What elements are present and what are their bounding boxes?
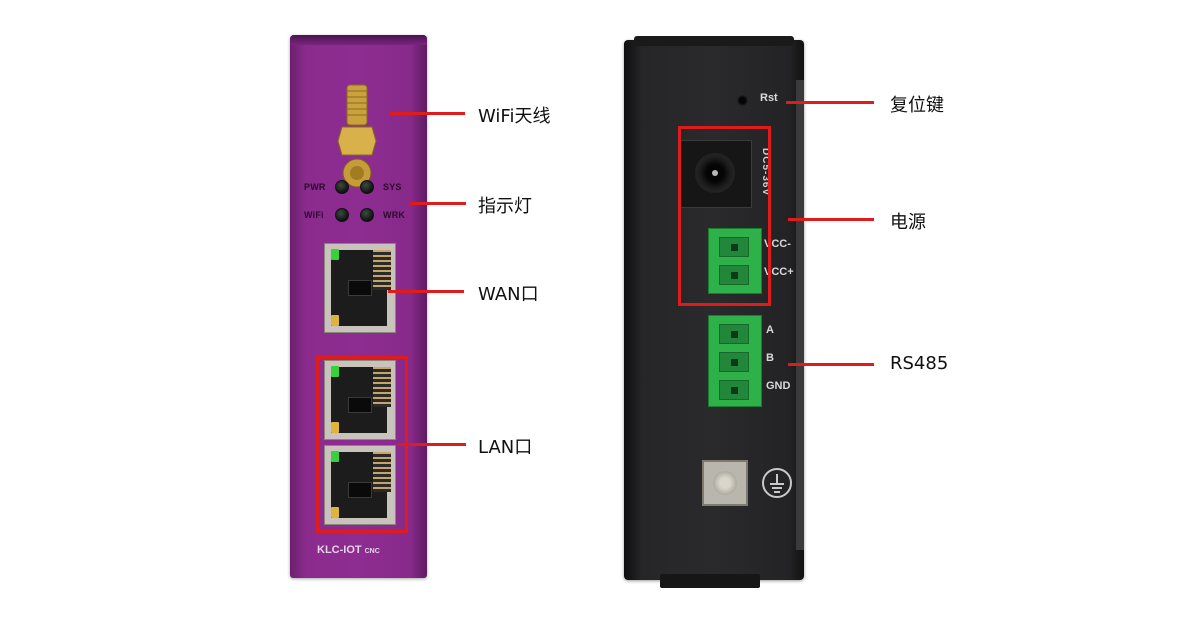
- back-side-edge: [796, 80, 804, 550]
- vcc-plus-label: VCC+: [764, 266, 794, 278]
- callout-line-indicator: [410, 202, 466, 205]
- callout-line-lan: [398, 443, 466, 446]
- callout-rs485: RS485: [890, 353, 949, 374]
- ground-symbol-icon: [762, 468, 792, 498]
- lan-port-2: [324, 445, 396, 525]
- callout-line-wifi: [390, 112, 465, 115]
- sys-led: [360, 180, 374, 194]
- callout-power: 电源: [890, 212, 926, 233]
- power-highlight-box: [678, 126, 771, 306]
- callout-lan: LAN口: [478, 437, 533, 458]
- back-top-lip: [634, 36, 794, 46]
- dc-voltage-label: DC5-36V: [760, 148, 771, 197]
- reset-button-hole: [737, 95, 748, 106]
- callout-indicator: 指示灯: [478, 196, 532, 217]
- lan-port-1: [324, 360, 396, 440]
- front-top-cap: [290, 35, 427, 45]
- led-label-wifi: WiFi: [304, 210, 324, 220]
- pwr-led: [335, 180, 349, 194]
- lan-highlight-box: [316, 356, 408, 533]
- router-back-panel: Rst DC5-36V VCC- VCC+ A B GND: [624, 36, 804, 588]
- led-label-pwr: PWR: [304, 182, 326, 192]
- callout-wifi-antenna: WiFi天线: [478, 106, 551, 127]
- callout-wan: WAN口: [478, 284, 539, 305]
- callout-line-wan: [388, 290, 464, 293]
- callout-reset: 复位键: [890, 95, 944, 116]
- power-terminal-block: [708, 228, 762, 294]
- led-label-wrk: WRK: [383, 210, 406, 220]
- wrk-led: [360, 208, 374, 222]
- rs485-b-label: B: [766, 352, 774, 364]
- rs485-a-label: A: [766, 324, 774, 336]
- wifi-led: [335, 208, 349, 222]
- ground-screw: [702, 460, 748, 506]
- rs485-terminal-block: [708, 315, 762, 407]
- wifi-antenna-connector: [337, 84, 377, 188]
- reset-silk-label: Rst: [760, 92, 778, 104]
- dc-power-jack: [680, 140, 752, 208]
- back-din-foot: [660, 574, 760, 588]
- callout-line-reset: [786, 101, 874, 104]
- callout-line-power: [788, 218, 874, 221]
- callout-line-rs485: [788, 363, 874, 366]
- led-label-sys: SYS: [383, 182, 402, 192]
- wan-port: [324, 243, 396, 333]
- rs485-gnd-label: GND: [766, 380, 791, 392]
